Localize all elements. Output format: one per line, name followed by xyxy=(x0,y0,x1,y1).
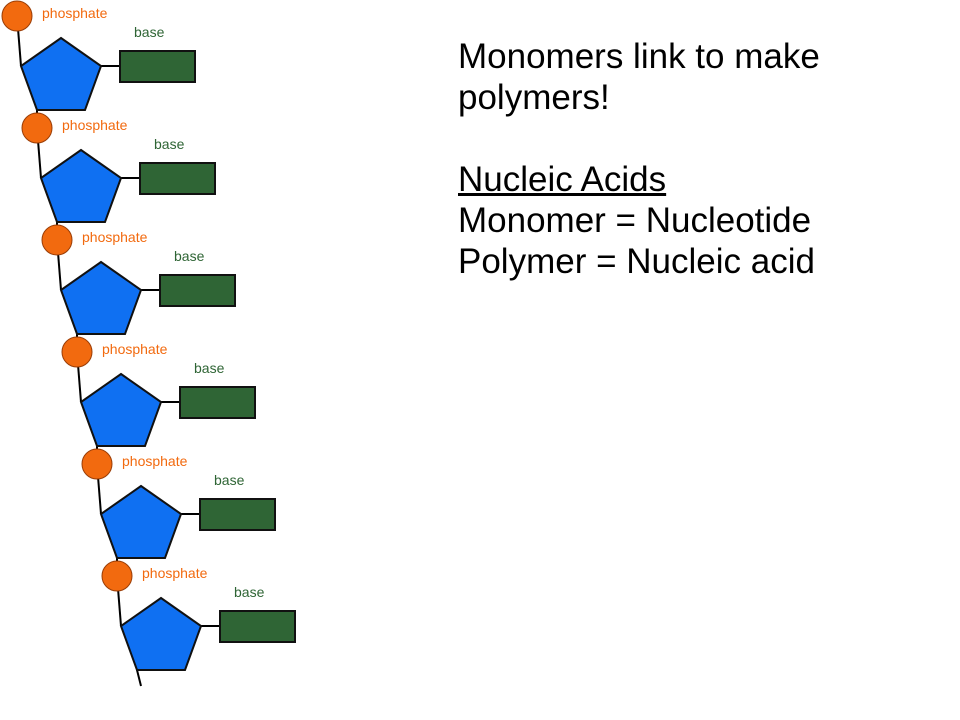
nucleotide-chain: phosphatebasephosphatebasephosphatebasep… xyxy=(1,0,296,671)
sugar-pentagon xyxy=(59,260,143,335)
sugar-pentagon xyxy=(119,596,203,671)
sugar-pentagon xyxy=(99,484,183,559)
base-label: base xyxy=(154,136,185,152)
base-label: base xyxy=(214,472,245,488)
slide-text: Monomers link to make polymers! Nucleic … xyxy=(458,36,938,282)
base-rect xyxy=(179,386,256,419)
sugar-pentagon xyxy=(39,148,123,223)
nucleic-acid-diagram: phosphatebasephosphatebasephosphatebasep… xyxy=(1,0,296,687)
nucleotide-unit: phosphate base xyxy=(81,448,276,559)
polymer-definition: Polymer = Nucleic acid xyxy=(458,242,815,281)
base-label: base xyxy=(194,360,225,376)
sugar-pentagon xyxy=(79,372,163,447)
phosphate-circle xyxy=(61,336,93,368)
sugar-pentagon xyxy=(19,36,103,111)
monomer-definition: Monomer = Nucleotide xyxy=(458,201,812,240)
nucleotide-unit: phosphate base xyxy=(21,112,216,223)
phosphate-label: phosphate xyxy=(142,565,208,581)
base-rect xyxy=(139,162,216,195)
base-label: base xyxy=(174,248,205,264)
nucleotide-unit: phosphate base xyxy=(1,0,196,111)
base-rect xyxy=(119,50,196,83)
phosphate-circle xyxy=(81,448,113,480)
title-line-2: polymers! xyxy=(458,78,610,117)
title-line-1: Monomers link to make xyxy=(458,37,820,76)
phosphate-circle xyxy=(21,112,53,144)
phosphate-circle xyxy=(41,224,73,256)
nucleotide-unit: phosphate base xyxy=(41,224,236,335)
base-label: base xyxy=(234,584,265,600)
nucleotide-unit: phosphate base xyxy=(101,560,296,671)
phosphate-label: phosphate xyxy=(42,5,108,21)
base-rect xyxy=(219,610,296,643)
base-rect xyxy=(159,274,236,307)
spacer xyxy=(458,118,938,159)
phosphate-circle xyxy=(101,560,133,592)
phosphate-label: phosphate xyxy=(62,117,128,133)
base-rect xyxy=(199,498,276,531)
phosphate-label: phosphate xyxy=(122,453,188,469)
phosphate-circle xyxy=(1,0,33,32)
base-label: base xyxy=(134,24,165,40)
backbone-link xyxy=(136,669,142,687)
section-heading: Nucleic Acids xyxy=(458,160,667,199)
phosphate-label: phosphate xyxy=(102,341,168,357)
phosphate-label: phosphate xyxy=(82,229,148,245)
nucleotide-unit: phosphate base xyxy=(61,336,256,447)
